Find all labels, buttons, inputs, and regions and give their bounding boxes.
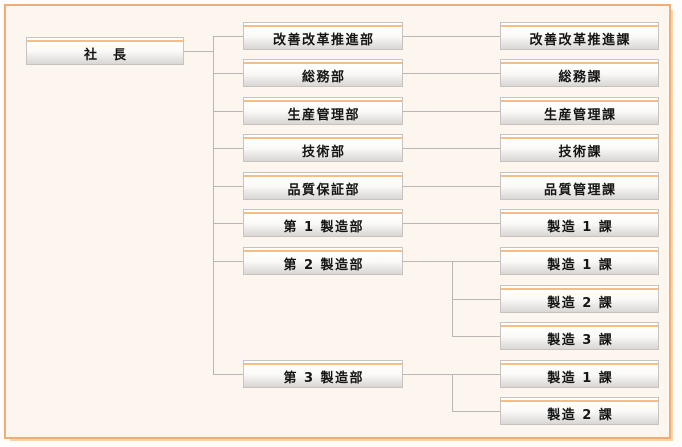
- section-box-7-1: 製造 2 課: [500, 397, 659, 425]
- section-label-7-0: 製造 1 課: [501, 365, 658, 387]
- section-box-6-2: 製造 3 課: [500, 322, 659, 350]
- section-box-0-0: 改善改革推進課: [500, 22, 659, 50]
- section-box-4-0: 品質管理課: [500, 172, 659, 200]
- section-label-4-0: 品質管理課: [501, 177, 658, 199]
- connector-branch-dept-3: [213, 148, 243, 149]
- dept-box-5: 第 1 製造部: [243, 209, 403, 237]
- section-label-5-0: 製造 1 課: [501, 214, 658, 236]
- box-accent-line: [501, 212, 658, 214]
- dept-box-6: 第 2 製造部: [243, 247, 403, 275]
- section-label-6-1: 製造 2 課: [501, 290, 658, 312]
- box-accent-line: [244, 25, 402, 27]
- connector-dept7-stub-1: [452, 411, 500, 412]
- connector-branch-dept-0: [213, 36, 243, 37]
- section-label-6-0: 製造 1 課: [501, 252, 658, 274]
- section-label-0-0: 改善改革推進課: [501, 27, 658, 49]
- connector-branch-dept-4: [213, 186, 243, 187]
- box-accent-line: [501, 250, 658, 252]
- dept-label-0: 改善改革推進部: [244, 27, 402, 49]
- dept-label-3: 技術部: [244, 139, 402, 161]
- box-accent-line: [244, 100, 402, 102]
- section-label-6-2: 製造 3 課: [501, 327, 658, 349]
- section-box-6-1: 製造 2 課: [500, 285, 659, 313]
- section-label-7-1: 製造 2 課: [501, 402, 658, 424]
- dept-label-2: 生産管理部: [244, 102, 402, 124]
- section-label-2-0: 生産管理課: [501, 102, 658, 124]
- dept-box-3: 技術部: [243, 134, 403, 162]
- connector-dept3-section: [403, 148, 500, 149]
- dept-box-2: 生産管理部: [243, 97, 403, 125]
- dept-label-4: 品質保証部: [244, 177, 402, 199]
- box-accent-line: [244, 175, 402, 177]
- connector-dept4-section: [403, 186, 500, 187]
- connector-branch-dept-2: [213, 111, 243, 112]
- section-box-6-0: 製造 1 課: [500, 247, 659, 275]
- connector-dept6-stub-1: [452, 299, 500, 300]
- box-accent-line: [501, 137, 658, 139]
- section-box-7-0: 製造 1 課: [500, 360, 659, 388]
- dept-box-4: 品質保証部: [243, 172, 403, 200]
- connector-president: [184, 51, 213, 52]
- connector-trunk: [213, 36, 214, 374]
- connector-branch-dept-1: [213, 73, 243, 74]
- connector-branch-dept-5: [213, 223, 243, 224]
- dept-box-7: 第 3 製造部: [243, 360, 403, 388]
- connector-dept6-stub-2: [452, 336, 500, 337]
- section-box-2-0: 生産管理課: [500, 97, 659, 125]
- box-accent-line: [244, 250, 402, 252]
- box-accent-line: [501, 175, 658, 177]
- dept-box-1: 総務部: [243, 59, 403, 87]
- connector-dept6-drop: [452, 261, 453, 336]
- box-accent-line: [501, 325, 658, 327]
- box-accent-line: [27, 40, 183, 42]
- dept-label-7: 第 3 製造部: [244, 365, 402, 387]
- section-box-3-0: 技術課: [500, 134, 659, 162]
- box-accent-line: [244, 212, 402, 214]
- section-box-5-0: 製造 1 課: [500, 209, 659, 237]
- section-box-1-0: 総務課: [500, 59, 659, 87]
- section-label-3-0: 技術課: [501, 139, 658, 161]
- box-accent-line: [501, 363, 658, 365]
- dept-label-5: 第 1 製造部: [244, 214, 402, 236]
- connector-dept7-section: [403, 374, 500, 375]
- section-label-1-0: 総務課: [501, 64, 658, 86]
- connector-dept7-drop: [452, 374, 453, 411]
- connector-dept1-section: [403, 73, 500, 74]
- president-label: 社 長: [27, 42, 183, 64]
- connector-dept2-section: [403, 111, 500, 112]
- connector-dept5-section: [403, 223, 500, 224]
- dept-label-6: 第 2 製造部: [244, 252, 402, 274]
- connector-dept0-section: [403, 36, 500, 37]
- box-accent-line: [501, 100, 658, 102]
- connector-dept6-section: [403, 261, 500, 262]
- box-accent-line: [501, 25, 658, 27]
- box-accent-line: [501, 288, 658, 290]
- connector-branch-dept-6: [213, 261, 243, 262]
- dept-label-1: 総務部: [244, 64, 402, 86]
- connector-branch-dept-7: [213, 374, 243, 375]
- box-accent-line: [501, 400, 658, 402]
- box-accent-line: [244, 62, 402, 64]
- box-accent-line: [501, 62, 658, 64]
- box-accent-line: [244, 363, 402, 365]
- president-box: 社 長: [26, 37, 184, 65]
- dept-box-0: 改善改革推進部: [243, 22, 403, 50]
- box-accent-line: [244, 137, 402, 139]
